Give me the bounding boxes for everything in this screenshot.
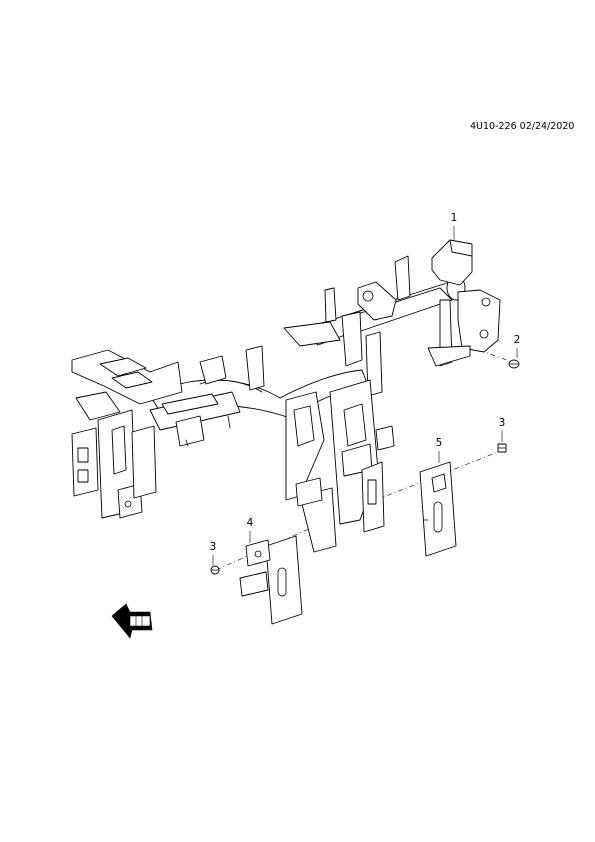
bracket-4 <box>240 536 302 624</box>
bolt-2 <box>509 360 519 368</box>
bolt-3-right <box>498 444 506 452</box>
drawing-code: 4U10-226 02/24/2020 <box>470 121 575 132</box>
bolt-3-left <box>211 566 219 574</box>
callout-5: 5 <box>435 437 443 449</box>
callout-1: 1 <box>450 212 458 224</box>
bracket-5 <box>420 462 456 556</box>
callout-4: 4 <box>246 517 254 529</box>
front-direction-arrow-icon <box>112 604 152 638</box>
callout-3-left: 3 <box>209 541 217 553</box>
cross-car-beam <box>72 240 500 552</box>
callout-2: 2 <box>513 334 521 346</box>
leader-lines <box>213 226 517 565</box>
callout-3-right: 3 <box>498 417 506 429</box>
